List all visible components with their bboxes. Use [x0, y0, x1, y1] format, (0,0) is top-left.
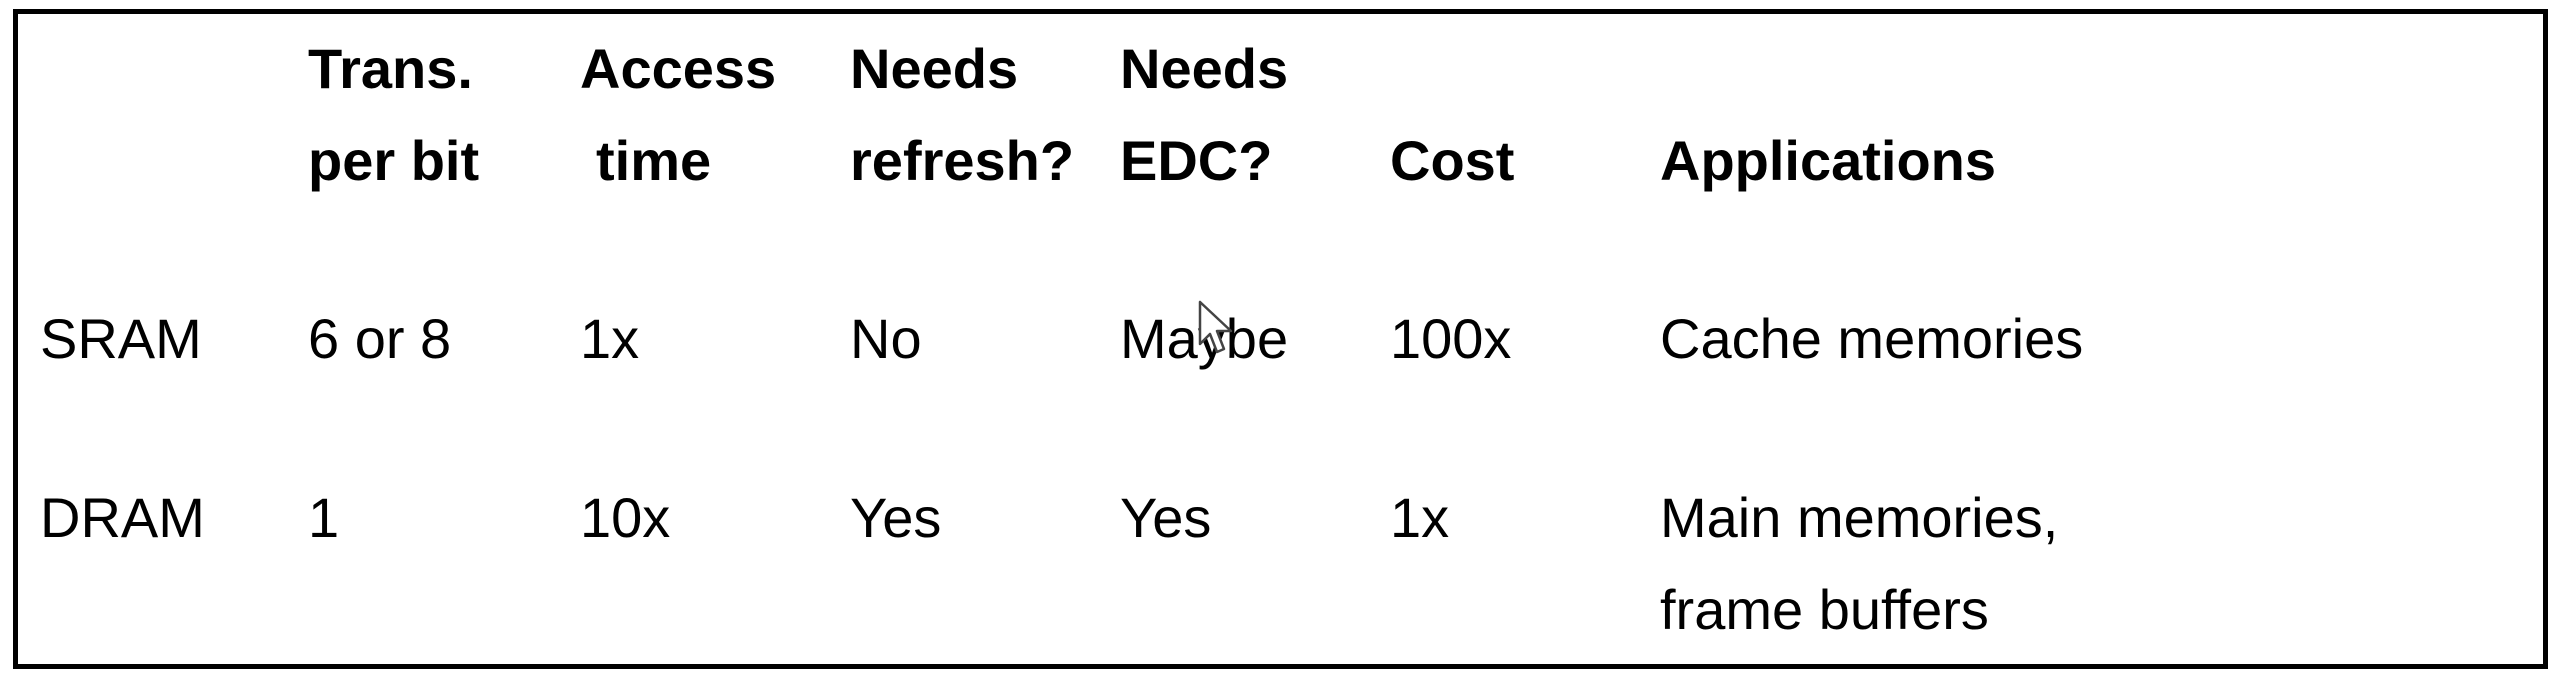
header-needs-refresh-line2: refresh?	[850, 129, 1075, 192]
header-access-time-line2: time	[596, 129, 712, 192]
row-dram-cost: 1x	[1390, 486, 1450, 549]
header-needs-refresh-line1: Needs	[850, 37, 1019, 100]
row-dram-needs-refresh: Yes	[850, 486, 942, 549]
row-dram-trans-per-bit: 1	[308, 486, 340, 549]
header-access-time-line1: Access	[580, 37, 777, 100]
row-sram-needs-refresh: No	[850, 307, 922, 370]
header-needs-edc-line2: EDC?	[1120, 129, 1273, 192]
table-frame	[13, 9, 2548, 669]
row-dram-applications-line2: frame buffers	[1660, 578, 1989, 641]
row-sram-applications: Cache memories	[1660, 307, 2084, 370]
row-sram-cost: 100x	[1390, 307, 1512, 370]
header-needs-edc-line1: Needs	[1120, 37, 1289, 100]
row-dram-name: DRAM	[40, 486, 205, 549]
row-dram-applications-line1: Main memories,	[1660, 486, 2059, 549]
header-applications: Applications	[1660, 129, 1997, 192]
row-dram-needs-edc: Yes	[1120, 486, 1212, 549]
header-trans-per-bit-line2: per bit	[308, 129, 480, 192]
header-cost: Cost	[1390, 129, 1515, 192]
header-trans-per-bit-line1: Trans.	[308, 37, 473, 100]
mouse-pointer-icon	[1198, 300, 1233, 354]
row-sram-name: SRAM	[40, 307, 202, 370]
row-dram-access-time: 10x	[580, 486, 671, 549]
row-sram-trans-per-bit: 6 or 8	[308, 307, 452, 370]
row-sram-access-time: 1x	[580, 307, 640, 370]
